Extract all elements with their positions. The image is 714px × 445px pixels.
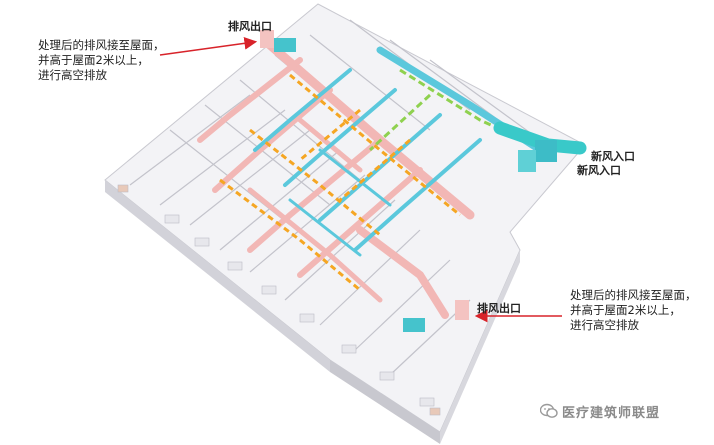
exhaust-outlet-top-stack bbox=[260, 30, 296, 52]
outer-wall-right bbox=[440, 250, 520, 444]
return-line-network bbox=[219, 73, 461, 292]
arrow-top bbox=[159, 36, 258, 56]
note-bottom: 处理后的排风接至屋面， 并高于屋面2米以上， 进行高空排放 bbox=[570, 288, 697, 333]
building-floor-plan bbox=[104, 3, 586, 444]
outer-wall-front bbox=[330, 360, 440, 444]
note-bottom-line-3: 进行高空排放 bbox=[570, 318, 639, 332]
note-bottom-line-1: 处理后的排风接至屋面， bbox=[570, 288, 697, 302]
fresh-air-unit-1 bbox=[535, 140, 557, 162]
fresh-air-unit-2 bbox=[518, 150, 536, 172]
note-bottom-line-2: 并高于屋面2米以上， bbox=[570, 303, 681, 317]
label-exhaust-outlet-top: 排风出口 bbox=[228, 20, 272, 33]
watermark-text: 医疗建筑师联盟 bbox=[562, 405, 661, 421]
label-fresh-air-inlet-2: 新风入口 bbox=[577, 164, 621, 177]
fresh-air-inlet-duct bbox=[493, 121, 587, 172]
watermark: 医疗建筑师联盟 bbox=[540, 402, 661, 421]
room-furniture bbox=[117, 184, 441, 416]
note-top-line-2: 并高于屋面2米以上， bbox=[38, 53, 149, 67]
label-fresh-air-inlet-1: 新风入口 bbox=[591, 150, 635, 163]
note-top: 处理后的排风接至屋面， 并高于屋面2米以上， 进行高空排放 bbox=[38, 38, 165, 83]
outer-wall-left bbox=[105, 180, 330, 372]
green-line-network bbox=[368, 68, 546, 152]
exhaust-outlet-bottom-stack bbox=[403, 300, 469, 332]
label-exhaust-outlet-bottom: 排风出口 bbox=[477, 302, 521, 315]
note-top-line-1: 处理后的排风接至屋面， bbox=[38, 38, 165, 52]
wechat-icon bbox=[540, 403, 558, 418]
floor-slab bbox=[104, 3, 586, 433]
note-top-line-3: 进行高空排放 bbox=[38, 68, 107, 82]
